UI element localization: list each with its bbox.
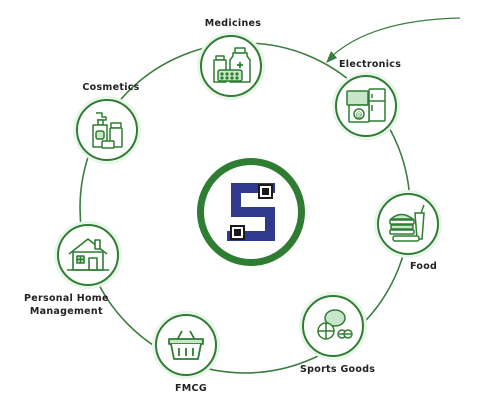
sports-balls-icon [317,309,353,340]
shopping-basket-icon [168,330,204,360]
label-fmcg: FMCG [175,383,207,394]
flow-arrow-curve [329,17,461,59]
label-cosmetics: Cosmetics [82,82,140,93]
label-medicines: Medicines [204,18,262,29]
label-home: Personal Home Management [24,293,109,317]
svg-text:@: @ [356,111,363,119]
label-food: Food [410,261,438,272]
node-food [377,193,439,255]
house-icon [67,238,109,271]
hub-logo [197,158,305,266]
s-logo-icon [227,183,275,241]
cosmetics-bottles-icon [92,112,123,149]
node-sports [302,295,364,357]
medicine-bottles-icon [213,47,251,83]
node-home [57,224,119,286]
node-cosmetics [76,99,138,161]
label-electronics: Electronics [339,59,402,70]
node-electronics: @ [335,75,397,137]
appliances-icon: @ [346,88,386,123]
food-icon [389,204,425,242]
label-sports: Sports Goods [300,364,376,375]
flow-arrow-head [326,51,337,63]
node-fmcg [155,314,217,376]
node-medicines [200,35,262,97]
